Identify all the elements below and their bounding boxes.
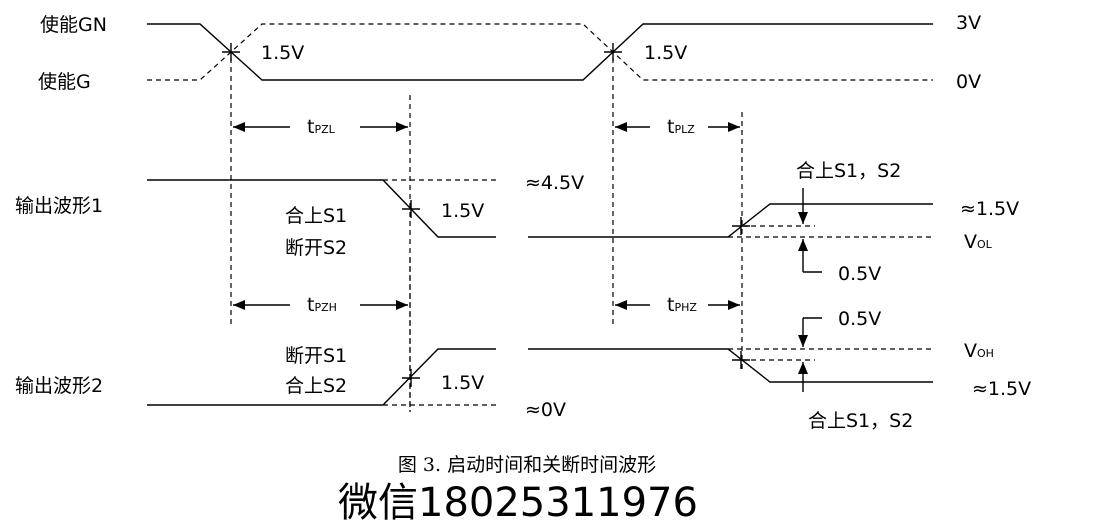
label-3v: 3V bbox=[956, 12, 981, 34]
label-threshold-left: 1.5V bbox=[261, 42, 304, 64]
timing-arrow-tpzl bbox=[233, 122, 408, 132]
output1-threshold-marker-right bbox=[732, 217, 750, 235]
label-approx-15v-bottom: ≈1.5V bbox=[972, 378, 1031, 400]
label-delta-out1: 0.5V bbox=[838, 263, 881, 285]
label-approx-45v: ≈4.5V bbox=[525, 172, 584, 194]
output2-waveforms bbox=[147, 317, 933, 406]
label-out2-threshold: 1.5V bbox=[441, 372, 484, 394]
timing-arrow-tpzh bbox=[233, 300, 408, 310]
label-close-s2: 合上S2 bbox=[285, 375, 347, 397]
label-tphz: tPHZ bbox=[667, 294, 697, 316]
label-threshold-right: 1.5V bbox=[644, 42, 687, 64]
label-close-s1s2-bottom: 合上S1，S2 bbox=[808, 410, 913, 432]
enable-g-trace bbox=[147, 23, 933, 81]
label-open-s2: 断开S2 bbox=[285, 237, 347, 259]
label-tpzl: tPZL bbox=[307, 116, 336, 138]
label-output1: 输出波形1 bbox=[15, 195, 103, 217]
label-out1-threshold: 1.5V bbox=[441, 200, 484, 222]
label-approx-0v: ≈0V bbox=[525, 399, 566, 421]
label-approx-15v-top: ≈1.5V bbox=[960, 198, 1019, 220]
label-0v: 0V bbox=[956, 71, 981, 93]
figure-caption: 图 3. 启动时间和关断时间波形 bbox=[398, 454, 656, 476]
label-delta-out2: 0.5V bbox=[838, 308, 881, 330]
label-tplz: tPLZ bbox=[667, 116, 695, 138]
label-vol: VOL bbox=[964, 231, 993, 253]
output1-waveforms bbox=[147, 179, 933, 273]
label-voh: VOH bbox=[964, 340, 994, 362]
label-close-s1s2-top: 合上S1，S2 bbox=[796, 160, 901, 182]
label-enable-gn: 使能GN bbox=[40, 14, 107, 36]
label-output2: 输出波形2 bbox=[15, 375, 103, 397]
output2-trace-right bbox=[528, 348, 933, 383]
watermark-text: 微信18025311976 bbox=[338, 480, 698, 526]
timing-arrow-tphz bbox=[615, 300, 740, 310]
output1-trace-right bbox=[528, 203, 933, 238]
timing-arrow-tplz bbox=[615, 122, 740, 132]
label-open-s1: 断开S1 bbox=[285, 345, 347, 367]
output1-threshold-marker-left bbox=[402, 200, 420, 218]
label-enable-g: 使能G bbox=[38, 71, 91, 93]
output2-threshold-marker-left bbox=[402, 369, 420, 387]
enable-gn-trace bbox=[147, 23, 933, 81]
output2-threshold-marker-right bbox=[732, 351, 750, 369]
reference-lines bbox=[230, 58, 743, 412]
label-close-s1: 合上S1 bbox=[285, 205, 347, 227]
label-tpzh: tPZH bbox=[307, 294, 337, 316]
